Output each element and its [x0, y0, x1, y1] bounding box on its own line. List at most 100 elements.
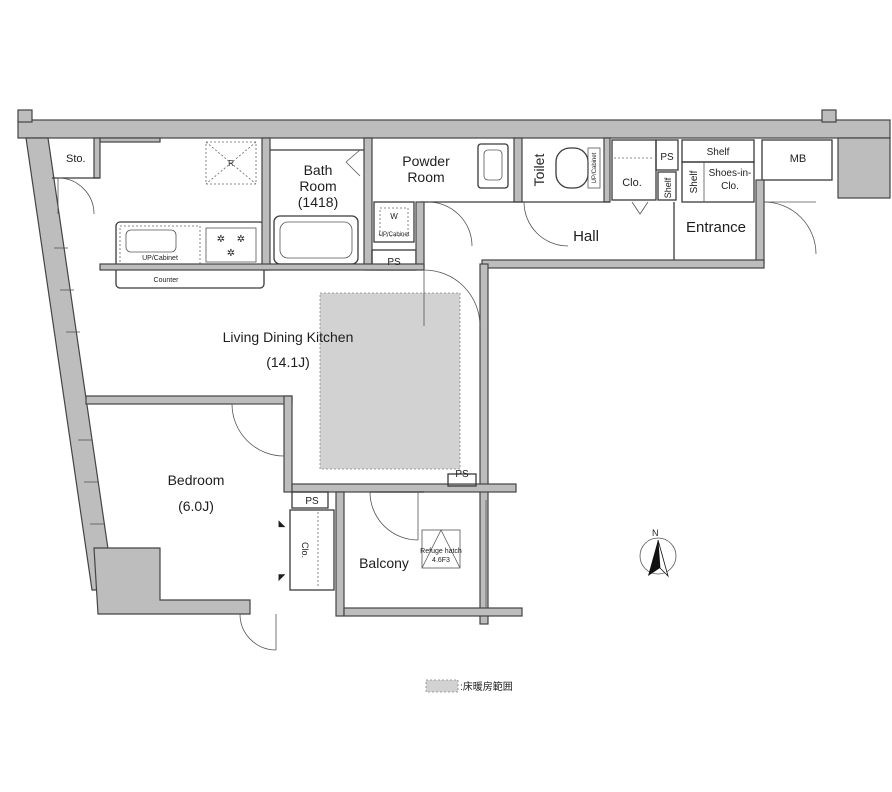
balcony-wall-left	[335, 491, 345, 617]
mb-right-wall	[837, 137, 891, 199]
floor-heating-area	[319, 292, 461, 470]
ps-ldk-label: PS	[455, 469, 469, 480]
bedroom-top-wall	[85, 395, 293, 405]
toilet-wall-right	[603, 137, 611, 203]
kitchen-counter	[115, 221, 265, 289]
washer-inner	[379, 207, 409, 237]
shelf-small	[657, 171, 677, 201]
entrance-door-swing	[763, 201, 817, 255]
bath-wall-left	[261, 137, 271, 271]
bathtub	[273, 215, 359, 265]
powder-basin	[483, 149, 503, 181]
bedroom-size: (6.0J)	[178, 498, 214, 514]
bathtub-inner	[279, 221, 353, 259]
shelf-label: Shelf	[707, 147, 730, 158]
balcony-label: Balcony	[359, 555, 409, 571]
entrance-label: Entrance	[686, 219, 746, 236]
hall-bottom-wall	[481, 259, 765, 269]
toilet-cabinet-label: UP/Cabinet	[592, 152, 598, 183]
bath-room-size: (1418)	[298, 194, 338, 210]
powder-room-label-1: Powder	[402, 153, 450, 169]
ps-bedroom	[291, 491, 329, 509]
mb-label: MB	[790, 153, 807, 165]
toilet-label: Toilet	[531, 154, 547, 187]
toilet-bowl	[555, 147, 589, 189]
washer-label: W	[390, 212, 398, 221]
balcony-door-swing	[369, 491, 419, 541]
refuge-hatch-line	[440, 529, 461, 569]
kitchen-wall-stub	[99, 137, 161, 143]
shoes-closet-box	[681, 161, 755, 203]
bedroom-right-wall	[283, 395, 293, 493]
shoes-closet-label-1: Shoes-in-	[709, 168, 752, 179]
ps-hall	[655, 139, 679, 171]
top-wall-left-cap	[17, 109, 33, 123]
left-exterior-wall	[25, 137, 115, 591]
ldk-label: Living Dining Kitchen	[223, 329, 354, 345]
top-wall-right-cap	[821, 109, 837, 123]
legend-floor-heating: :床暖房範囲	[460, 680, 513, 693]
closet-box	[611, 139, 657, 201]
storage-door-swing	[57, 177, 95, 215]
refuge-hatch-label-1: Refuge hatch	[420, 548, 462, 555]
bedroom-label: Bedroom	[168, 472, 225, 488]
hall-wall-left	[415, 201, 425, 269]
powder-wall-right	[513, 137, 523, 203]
entrance-wall-right	[755, 179, 765, 265]
mb-box	[761, 139, 833, 181]
refuge-hatch-line	[421, 529, 442, 569]
washer-cabinet-label: UP/Cabinet	[379, 232, 410, 238]
ldk-door-swing	[423, 269, 481, 327]
top-wall	[17, 119, 891, 139]
refrigerator-label: R	[228, 159, 234, 168]
ps-bedroom-label: PS	[305, 496, 319, 507]
compass-north-label: N	[652, 528, 659, 538]
refuge-hatch-label-2: 4.6F3	[432, 557, 450, 564]
bedroom-closet	[289, 509, 335, 591]
refrigerator-cross	[205, 141, 257, 185]
ldk-right-wall	[479, 263, 489, 625]
closet-door-icon: ◣	[279, 518, 286, 528]
upper-cabinet-label: UP/Cabinet	[142, 255, 178, 262]
burner-icon: ✲	[217, 234, 225, 245]
compass-icon	[639, 537, 677, 578]
bath-door	[345, 161, 361, 177]
closet-door-mark	[631, 201, 649, 215]
powder-sink	[477, 143, 509, 189]
ps-label: PS	[660, 152, 674, 163]
legend-swatch	[425, 679, 459, 693]
ps-ldk	[447, 473, 477, 487]
burner-icon: ✲	[237, 234, 245, 245]
bedroom-corner-wall	[93, 547, 251, 615]
closet-door-icon: ◤	[279, 572, 286, 582]
closet-label: Clo.	[622, 177, 642, 189]
shoes-closet-label-2: Clo.	[721, 181, 739, 192]
powder-room-label-2: Room	[407, 169, 444, 185]
bath-room-label-1: Bath	[304, 162, 333, 178]
shelf-vertical-label: Shelf	[689, 170, 700, 193]
toilet-tank	[587, 147, 601, 189]
bath-room-label-2: Room	[299, 178, 336, 194]
storage-wall-right	[93, 137, 101, 179]
balcony-bottom-rail	[343, 607, 523, 617]
ldk-top-wall	[99, 263, 425, 271]
bedroom-lower-door-swing	[239, 613, 277, 651]
kitchen-sink	[125, 229, 177, 253]
bedroom-door-swing	[231, 403, 285, 457]
ps-bath-label: PS	[387, 257, 401, 268]
counter-label: Counter	[154, 277, 180, 284]
bedroom-closet-label: Clo.	[300, 542, 310, 558]
hall-label: Hall	[573, 228, 599, 245]
ldk-size: (14.1J)	[266, 354, 310, 370]
bath-wall-right	[363, 137, 373, 271]
bath-door	[345, 149, 361, 163]
burner-icon: ✲	[227, 248, 235, 259]
storage-label: Sto.	[66, 153, 86, 165]
powder-door-swing	[427, 201, 473, 247]
washer-space	[373, 201, 415, 243]
refrigerator-space	[205, 141, 257, 185]
ldk-bottom-wall	[291, 483, 517, 493]
shelf-small-label: Shelf	[663, 177, 673, 198]
stove	[205, 227, 257, 263]
